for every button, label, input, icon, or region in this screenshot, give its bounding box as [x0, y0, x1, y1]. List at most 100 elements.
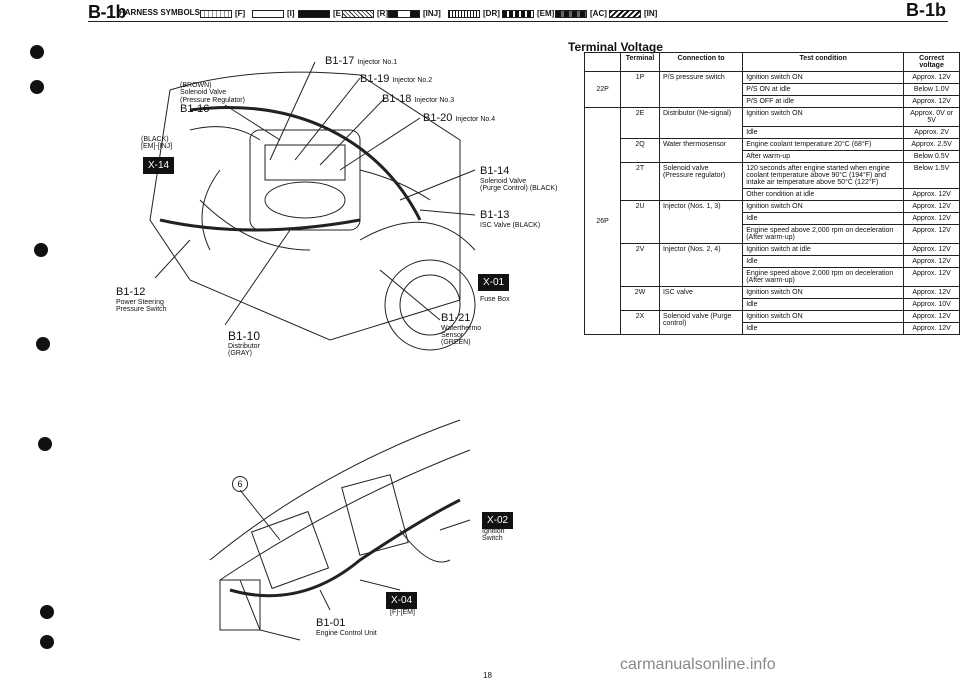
terminal-voltage-table: Terminal Connection to Test condition Co…	[583, 52, 960, 335]
voltage-cell: Approx. 0V or 5V	[903, 107, 960, 127]
pin-cell: 2X	[620, 310, 660, 335]
table-row: Engine speed above 2,000 rpm on decelera…	[585, 267, 960, 287]
binder-hole	[36, 337, 50, 351]
connection-cell: Distributor (Ne-signal)	[658, 107, 744, 139]
b1-12-label: B1-12 Power Steering Pressure Switch	[116, 286, 167, 313]
connection-cell: Injector (Nos. 1, 3)	[658, 200, 744, 244]
test-cell: Idle	[742, 322, 905, 335]
table-row: 2U Injector (Nos. 1, 3) Ignition switch …	[585, 200, 960, 244]
x04-harness: [F]-[EM]	[390, 609, 415, 616]
symbol-inj: [INJ]	[388, 9, 441, 18]
voltage-cell: Approx. 12V	[903, 224, 960, 244]
symbol-e: [E]	[298, 9, 344, 18]
page-number: 18	[483, 671, 492, 680]
x04-badge: X-04	[386, 592, 418, 609]
voltage-cell: Approx. 12V	[903, 243, 960, 256]
b1-18-label: B1-18 Injector No.3	[382, 93, 455, 105]
symbol-i: [I]	[252, 9, 295, 18]
connector-26p: 26P	[583, 107, 622, 335]
symbol-in: [IN]	[609, 9, 657, 18]
voltage-cell: Approx. 12V	[903, 212, 960, 225]
binder-hole	[30, 45, 44, 59]
pin-cell: 2V	[620, 243, 660, 287]
terminal-voltage-title: Terminal Voltage	[568, 40, 663, 54]
table-header-row: Terminal Connection to Test condition Co…	[583, 52, 960, 72]
connector-22p: 22P	[583, 71, 622, 108]
watermark-text: carmanualsonline.info	[620, 656, 776, 673]
voltage-cell: Approx. 2.5V	[903, 138, 960, 151]
test-cell: Idle	[742, 212, 905, 225]
voltage-cell: Approx. 10V	[903, 298, 960, 311]
table-row: 26P 2E Distributor (Ne-signal) Ignition …	[583, 107, 960, 335]
x14-label: (BLACK) [EM]-[INJ]	[141, 136, 173, 151]
voltage-cell: Approx. 2V	[903, 126, 960, 139]
test-cell: P/S OFF at idle	[742, 95, 905, 108]
harness-symbols-label: HARNESS SYMBOLS :	[119, 8, 205, 17]
test-cell: Ignition switch at idle	[742, 243, 905, 256]
b1-17-label: B1-17 Injector No.1	[325, 55, 398, 67]
x14-badge: X-14	[143, 157, 175, 174]
b1-20-label: B1-20 Injector No.4	[423, 112, 496, 124]
test-cell: 120 seconds after engine started when en…	[742, 162, 905, 189]
section-code-left: B-1b	[88, 2, 127, 22]
connection-cell: P/S pressure switch	[658, 71, 744, 108]
test-cell: Ignition switch ON	[742, 310, 905, 323]
b1-13-label: B1-13 ISC Valve (BLACK)	[480, 209, 541, 229]
binder-hole	[38, 437, 52, 451]
table-row: 2V Injector (Nos. 2, 4) Ignition switch …	[585, 243, 960, 287]
col-terminal: Terminal	[620, 52, 660, 72]
voltage-cell: Approx. 12V	[903, 255, 960, 268]
symbol-r: [R]	[342, 9, 388, 18]
x01-desc: Fuse Box	[480, 296, 510, 303]
b1-01-label: B1-01 Engine Control Unit	[316, 617, 377, 637]
table-row: 2T Solenoid valve (Pressure regulator) 1…	[585, 162, 960, 201]
binder-hole	[34, 243, 48, 257]
test-cell: Idle	[742, 126, 905, 139]
section-code-right: B-1b	[906, 0, 946, 20]
symbol-f: [F]	[200, 9, 245, 18]
test-cell: After warm-up	[742, 150, 905, 163]
connection-cell: Water thermosensor	[658, 138, 744, 163]
pin-cell: 2Q	[620, 138, 660, 163]
test-cell: Ignition switch ON	[742, 107, 905, 127]
voltage-cell: Below 0.5V	[903, 150, 960, 163]
test-cell: Idle	[742, 298, 905, 311]
connection-cell: Injector (Nos. 2, 4)	[658, 243, 744, 287]
test-cell: Other condition at idle	[742, 188, 905, 201]
voltage-cell: Approx. 12V	[903, 188, 960, 201]
b1-16-label: (BROWN) Solenoid Valve (Pressure Regulat…	[180, 82, 245, 116]
pin-cell: 1P	[620, 71, 660, 108]
pin-cell: 2T	[620, 162, 660, 201]
header-rule	[88, 21, 948, 22]
col-connection: Connection to	[658, 52, 744, 72]
dashboard-harness-illustration	[209, 419, 471, 641]
test-cell: Engine speed above 2,000 rpm on decelera…	[742, 224, 905, 244]
x02-badge: X-02	[482, 512, 514, 529]
symbol-em: [EM]	[502, 9, 554, 18]
table-row: Idle Approx. 2V	[585, 126, 960, 139]
b1-14-label: B1-14 Solenoid Valve (Purge Control) (BL…	[480, 165, 558, 192]
table-row: P/S ON at idle Below 1.0V	[585, 83, 960, 96]
test-cell: Engine coolant temperature 20°C (68°F)	[742, 138, 905, 151]
table-row: 22P 1P P/S pressure switch Ignition swit…	[583, 71, 960, 108]
test-cell: Engine speed above 2,000 rpm on decelera…	[742, 267, 905, 287]
pin-cell: 2U	[620, 200, 660, 244]
voltage-cell: Approx. 12V	[903, 322, 960, 335]
binder-hole	[40, 605, 54, 619]
connection-cell: ISC valve	[658, 286, 744, 311]
test-cell: Ignition switch ON	[742, 200, 905, 213]
b1-21-label: B1-21 Waterthermo Sensor (GREEN)	[441, 312, 482, 347]
b1-19-label: B1-19 Injector No.2	[360, 73, 433, 85]
x02-desc: Ignition Switch	[482, 528, 505, 543]
table-row: 2X Solenoid valve (Purge control) Igniti…	[585, 310, 960, 335]
connection-cell: Solenoid valve (Pressure regulator)	[658, 162, 744, 201]
col-test: Test condition	[742, 52, 905, 72]
connection-cell: Solenoid valve (Purge control)	[658, 310, 744, 335]
voltage-cell: Approx. 12V	[903, 286, 960, 299]
callout-6: 6	[232, 476, 248, 492]
col-voltage: Correct voltage	[903, 52, 960, 72]
b1-10-label: B1-10 Distributor (GRAY)	[228, 329, 261, 357]
voltage-cell: Approx. 12V	[903, 310, 960, 323]
voltage-cell: Approx. 12V	[903, 71, 960, 84]
voltage-cell: Below 1.0V	[903, 83, 960, 96]
